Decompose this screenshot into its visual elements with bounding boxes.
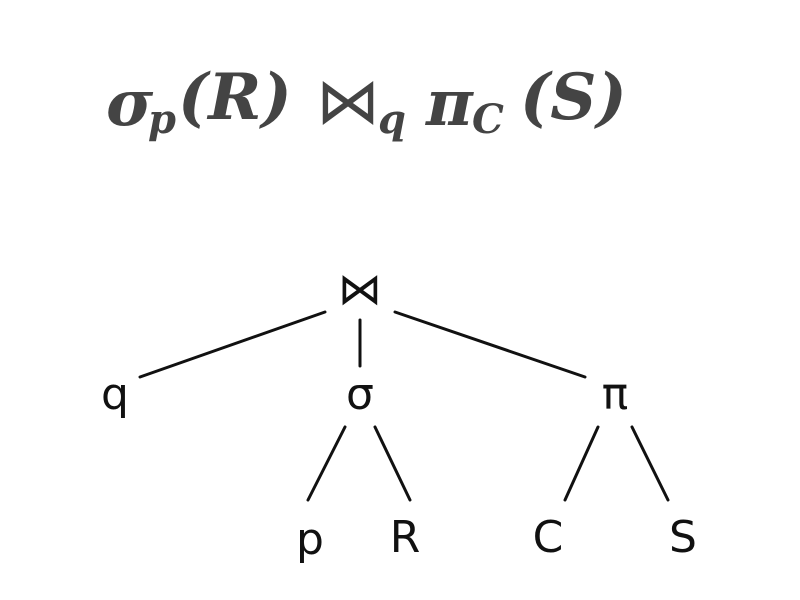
- edge-pi-c: [563, 425, 600, 502]
- tree-node-q: q: [101, 369, 129, 420]
- edge-sigma-p: [306, 425, 347, 502]
- tree-node-pi: π: [601, 369, 629, 420]
- edge-join-q: [138, 310, 327, 379]
- formula-join: ⋈: [316, 65, 380, 139]
- tree-node-join: ⋈: [338, 264, 382, 315]
- formula-pi: π: [426, 66, 473, 141]
- formula-relation-s: (S): [520, 60, 627, 135]
- formula-join-subscript: q: [378, 96, 406, 143]
- formula-sigma-subscript: p: [148, 96, 176, 143]
- tree-node-c: C: [532, 512, 564, 563]
- tree-node-r: R: [389, 512, 421, 563]
- tree-node-p: p: [296, 514, 324, 565]
- edge-sigma-r: [373, 425, 412, 502]
- edge-join-pi: [393, 310, 587, 379]
- formula-relation-r: (R): [178, 60, 292, 135]
- tree-node-s: S: [669, 512, 697, 563]
- tree-node-sigma: σ: [346, 369, 374, 420]
- formula-pi-subscript: C: [472, 96, 504, 143]
- formula-sigma: σ: [106, 66, 154, 141]
- edge-pi-s: [630, 425, 670, 502]
